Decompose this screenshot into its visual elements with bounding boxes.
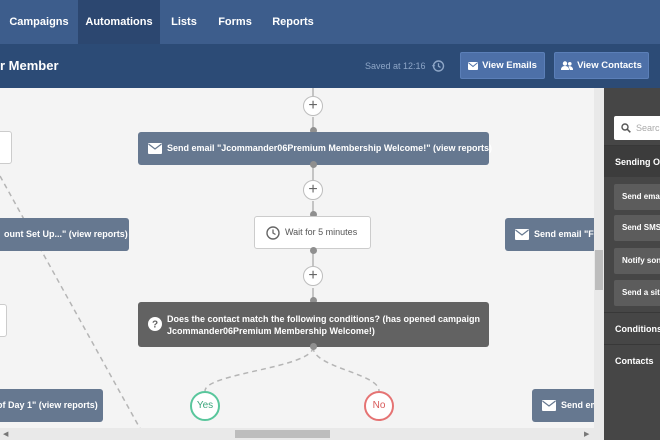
envelope-icon bbox=[542, 400, 556, 411]
condition-node[interactable]: ? Does the contact match the following c… bbox=[138, 302, 489, 347]
connector-dot bbox=[310, 297, 317, 304]
send-email-label: ount Set Up..." (view reports) bbox=[4, 229, 128, 239]
connector-dot bbox=[310, 247, 317, 254]
yes-branch[interactable]: Yes bbox=[190, 391, 220, 421]
send-email-node[interactable]: Send email "Jcommander06Premium Membersh… bbox=[138, 132, 492, 165]
view-contacts-label: View Contacts bbox=[577, 60, 642, 71]
tab-lists[interactable]: Lists bbox=[171, 16, 197, 28]
envelope-icon bbox=[468, 62, 479, 70]
vertical-scroll-thumb[interactable] bbox=[595, 250, 603, 290]
connector-dot bbox=[310, 343, 317, 350]
sidebar-section-conditions[interactable]: Conditions bbox=[604, 312, 660, 344]
envelope-icon bbox=[148, 143, 162, 154]
workflow-canvas[interactable]: + Send email "Jcommander06Premium Member… bbox=[0, 88, 604, 440]
condition-text-line1: Does the contact match the following con… bbox=[167, 314, 481, 324]
clock-icon bbox=[266, 226, 280, 240]
tab-automations[interactable]: Automations bbox=[78, 0, 160, 44]
view-emails-button[interactable]: View Emails bbox=[460, 52, 545, 79]
send-email-label: Send email "Jcommander06Premium Membersh… bbox=[167, 143, 492, 153]
partial-node[interactable] bbox=[0, 131, 12, 164]
horizontal-scroll-thumb[interactable] bbox=[235, 430, 330, 438]
connector-dot bbox=[310, 211, 317, 218]
scroll-right-icon[interactable]: ▶ bbox=[584, 431, 590, 438]
automation-title[interactable]: r Member bbox=[0, 58, 59, 73]
top-nav: Campaigns Automations Lists Forms Report… bbox=[0, 0, 660, 44]
connector-dot bbox=[310, 127, 317, 134]
sidebar-section-contacts[interactable]: Contacts bbox=[604, 344, 660, 376]
partial-node[interactable] bbox=[0, 304, 7, 337]
add-step-button[interactable]: + bbox=[303, 266, 323, 286]
svg-text:?: ? bbox=[152, 320, 158, 331]
add-step-button[interactable]: + bbox=[303, 180, 323, 200]
actions-sidebar: Search Sending Op Send ema Send SMS Noti… bbox=[604, 88, 660, 440]
vertical-scrollbar[interactable] bbox=[594, 88, 604, 428]
wait-label: Wait for 5 minutes bbox=[285, 227, 358, 237]
condition-text-line2: Jcommander06Premium Membership Welcome!) bbox=[167, 326, 375, 336]
tab-campaigns[interactable]: Campaigns bbox=[9, 16, 69, 28]
envelope-icon bbox=[515, 229, 529, 240]
tab-forms[interactable]: Forms bbox=[218, 16, 252, 28]
send-email-node[interactable]: Send email "Fiv bbox=[505, 218, 604, 251]
add-step-button[interactable]: + bbox=[303, 96, 323, 116]
tab-reports[interactable]: Reports bbox=[272, 16, 314, 28]
search-placeholder: Search bbox=[636, 123, 660, 133]
send-email-label: Send email "Fiv bbox=[534, 229, 602, 239]
sidebar-option-send-email[interactable]: Send ema bbox=[614, 184, 660, 210]
wait-node[interactable]: Wait for 5 minutes bbox=[254, 216, 371, 249]
send-email-label: Send em bbox=[561, 400, 599, 410]
history-icon[interactable] bbox=[431, 59, 445, 73]
sidebar-option-notify[interactable]: Notify son bbox=[614, 248, 660, 274]
horizontal-scrollbar[interactable]: ◀ ▶ bbox=[0, 428, 604, 440]
connector-dot bbox=[310, 161, 317, 168]
sidebar-search-input[interactable]: Search bbox=[614, 116, 660, 140]
sidebar-section-sending[interactable]: Sending Op bbox=[604, 145, 660, 177]
search-icon bbox=[621, 123, 631, 133]
question-icon: ? bbox=[148, 317, 162, 331]
sidebar-option-send-sms[interactable]: Send SMS bbox=[614, 215, 660, 241]
send-email-node[interactable]: ount Set Up..." (view reports) bbox=[0, 218, 129, 251]
automation-header: r Member Saved at 12:16 View Emails View… bbox=[0, 44, 660, 88]
view-emails-label: View Emails bbox=[482, 60, 537, 71]
send-email-node[interactable]: Send em bbox=[532, 389, 604, 422]
users-icon bbox=[561, 61, 574, 70]
view-contacts-button[interactable]: View Contacts bbox=[554, 52, 649, 79]
scroll-left-icon[interactable]: ◀ bbox=[3, 431, 9, 438]
saved-status: Saved at 12:16 bbox=[365, 61, 426, 71]
send-email-label: of Day 1" (view reports) bbox=[0, 400, 98, 410]
sidebar-option-send-site[interactable]: Send a sita bbox=[614, 280, 660, 306]
send-email-node[interactable]: of Day 1" (view reports) bbox=[0, 389, 103, 422]
no-branch[interactable]: No bbox=[364, 391, 394, 421]
